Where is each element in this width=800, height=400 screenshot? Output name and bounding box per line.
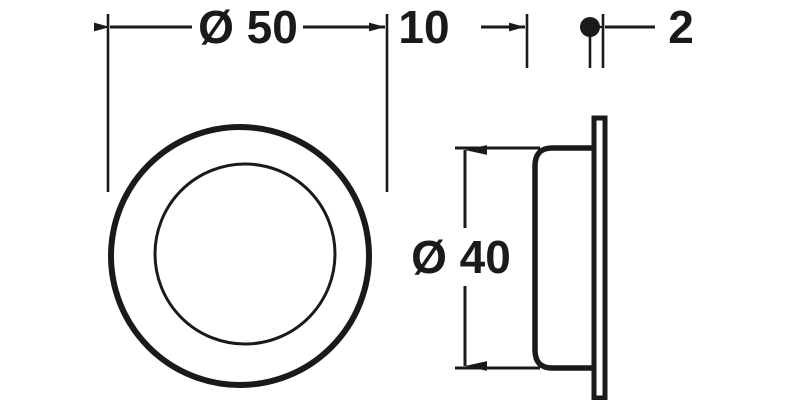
side-view-group <box>532 115 608 400</box>
front-view-group <box>108 124 372 388</box>
dimension-dia50-group: Ø 50 <box>94 1 389 192</box>
inner-circle-dia40 <box>153 162 337 346</box>
dia50-label: Ø 50 <box>198 1 298 53</box>
dimension-dia40-group: Ø 40 <box>411 145 540 371</box>
face-flange-plate <box>591 115 608 400</box>
recess-cup-profile <box>532 145 594 371</box>
dia40-label: Ø 40 <box>411 231 511 283</box>
dimension-len10-group: 10 <box>398 1 529 68</box>
dimension-len2-group: 2 <box>580 1 694 68</box>
len10-label: 10 <box>398 1 449 53</box>
len2-label: 2 <box>668 1 694 53</box>
outer-circle-dia50 <box>108 124 372 388</box>
